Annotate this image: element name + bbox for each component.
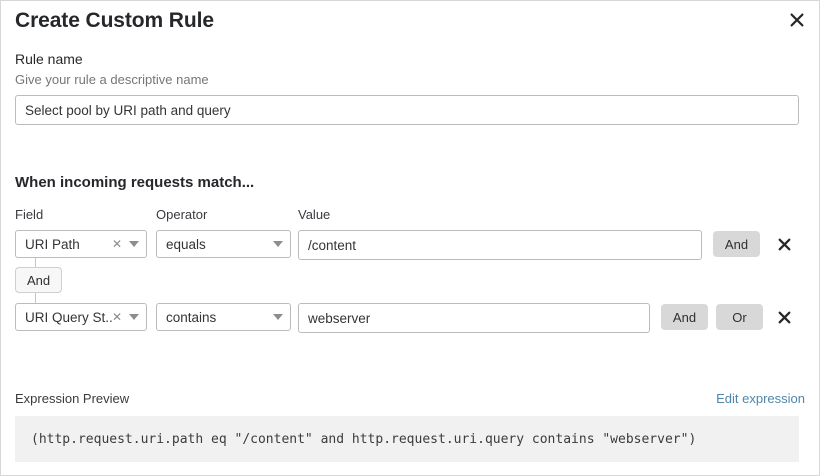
clear-x-icon[interactable]: ✕ [111, 237, 122, 251]
operator-select-1[interactable]: equals [156, 230, 291, 258]
column-header-value: Value [298, 207, 331, 222]
condition-row: URI Query St... ✕ contains And Or [1, 303, 819, 333]
value-input-1[interactable] [298, 230, 702, 260]
expression-preview-title: Expression Preview [15, 391, 130, 406]
close-icon[interactable] [784, 7, 810, 33]
chevron-down-icon [129, 241, 139, 247]
rule-name-input[interactable] [15, 95, 799, 125]
operator-select-1-value: equals [166, 236, 206, 252]
dialog-title: Create Custom Rule [15, 9, 214, 32]
condition-row: URI Path ✕ equals And [1, 230, 819, 260]
rule-name-field-group: Rule name Give your rule a descriptive n… [15, 51, 799, 125]
delete-condition-button-1[interactable] [773, 233, 795, 255]
value-input-2[interactable] [298, 303, 650, 333]
chevron-down-icon [273, 241, 283, 247]
chevron-down-icon [129, 314, 139, 320]
condition-joiner-and[interactable]: And [15, 267, 63, 293]
edit-expression-link[interactable]: Edit expression [716, 391, 805, 406]
expression-preview-text: (http.request.uri.path eq "/content" and… [31, 431, 697, 447]
operator-select-2-value: contains [166, 309, 217, 325]
conditions-section-heading: When incoming requests match... [15, 174, 255, 191]
rule-name-label: Rule name [15, 51, 83, 67]
operator-select-2[interactable]: contains [156, 303, 291, 331]
add-and-condition-button-1[interactable]: And [713, 231, 760, 257]
condition-column-headers: Field Operator Value [1, 207, 819, 225]
field-select-1[interactable]: URI Path ✕ [15, 230, 147, 258]
column-header-operator: Operator [156, 207, 208, 222]
rule-name-help-text: Give your rule a descriptive name [15, 72, 209, 87]
expression-preview-header: Expression Preview Edit expression [15, 391, 805, 409]
clear-x-icon[interactable]: ✕ [111, 310, 122, 324]
delete-condition-button-2[interactable] [773, 306, 795, 328]
field-select-1-value: URI Path [25, 236, 80, 252]
column-header-field: Field [15, 207, 44, 222]
field-select-2[interactable]: URI Query St... ✕ [15, 303, 147, 331]
field-select-2-value: URI Query St... [25, 309, 112, 325]
add-and-condition-button-2[interactable]: And [661, 304, 708, 330]
chevron-down-icon [273, 314, 283, 320]
expression-preview-box: (http.request.uri.path eq "/content" and… [15, 416, 799, 462]
add-or-condition-button-2[interactable]: Or [716, 304, 763, 330]
